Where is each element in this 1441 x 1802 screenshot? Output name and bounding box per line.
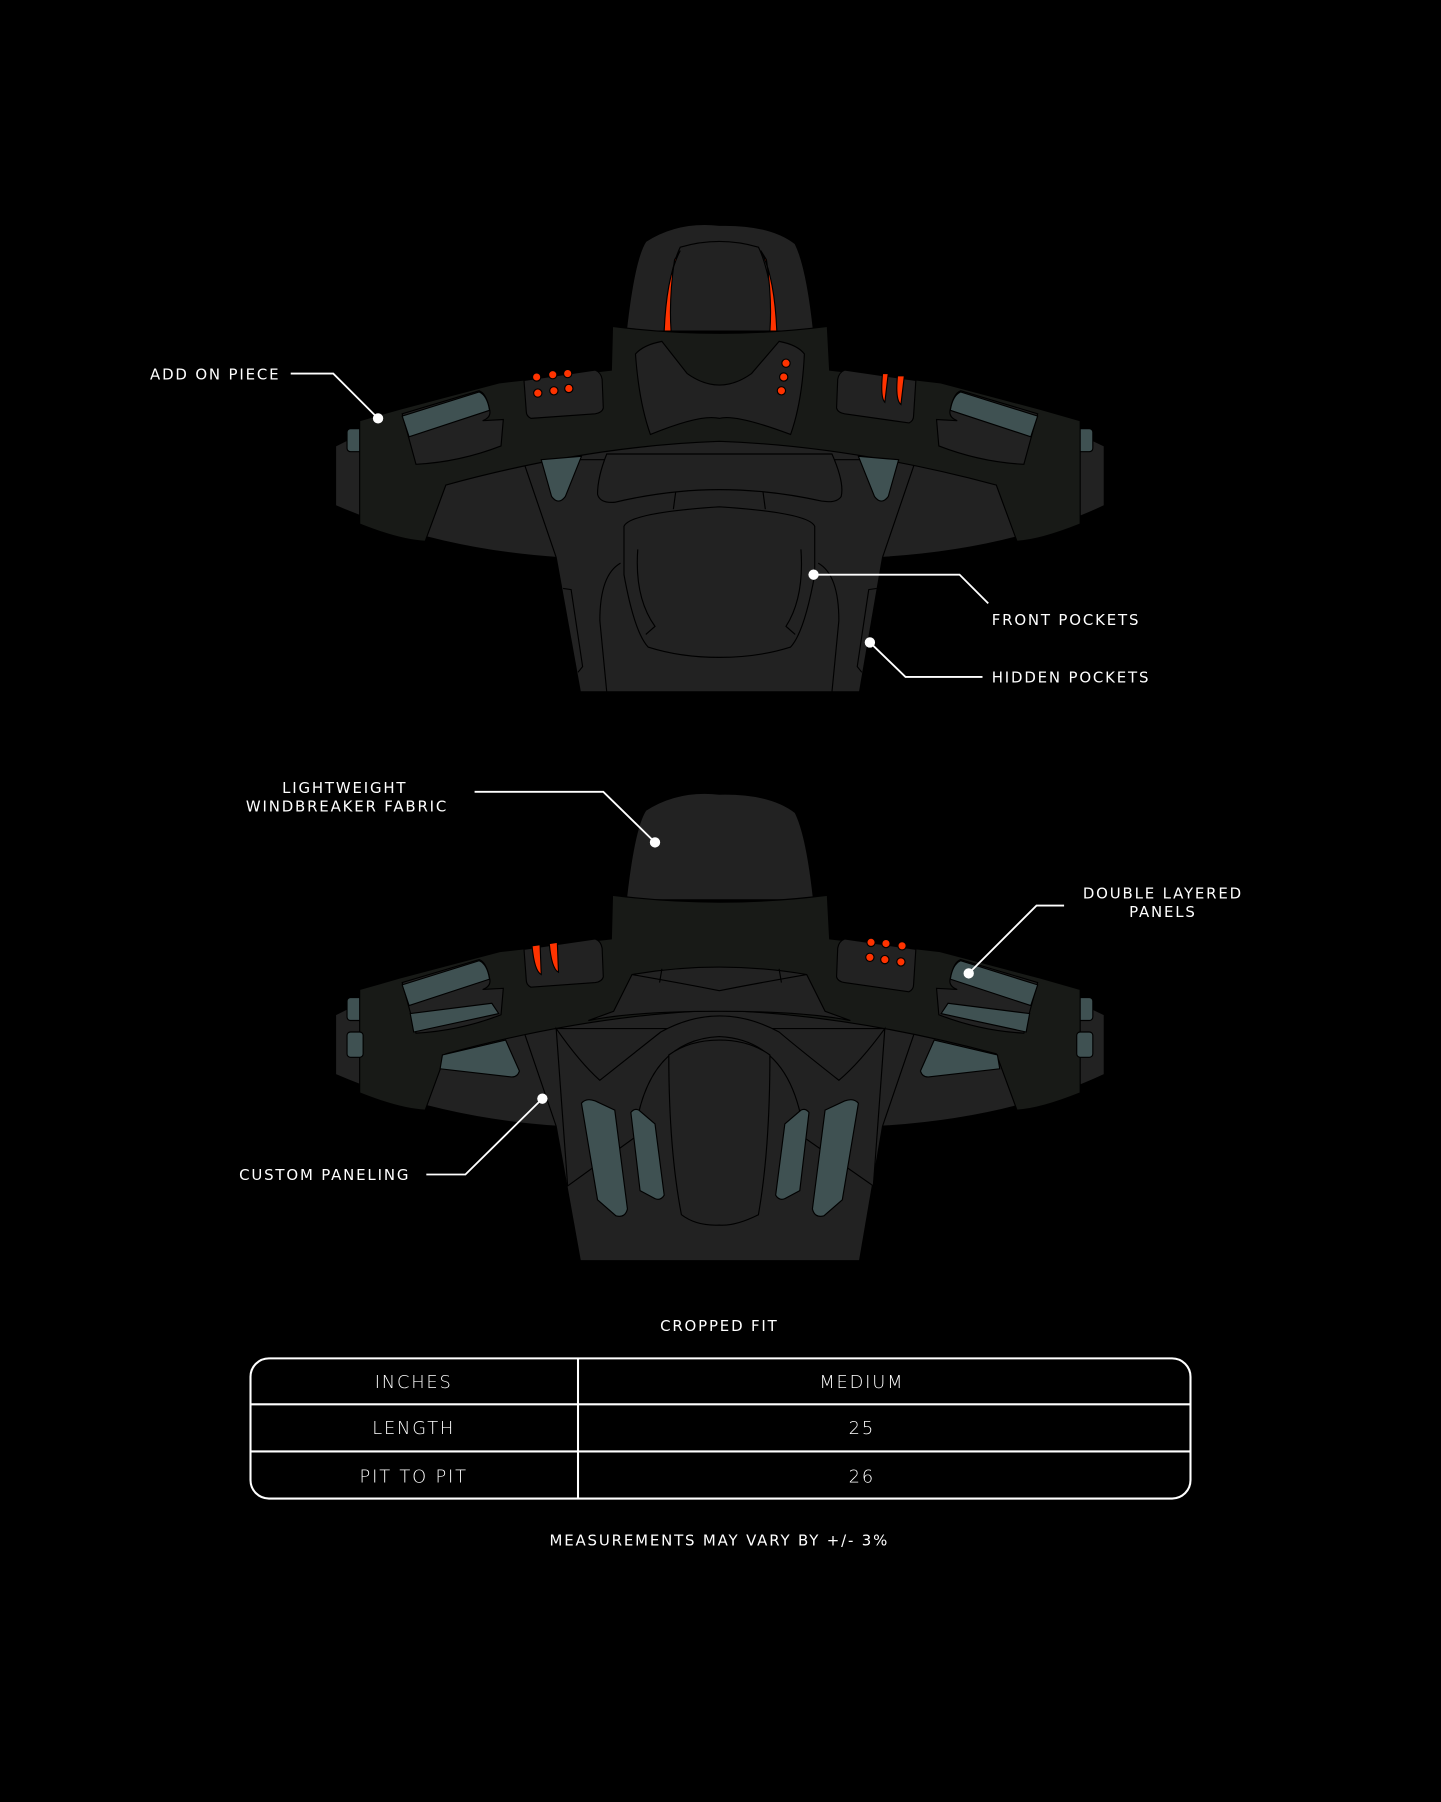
callout-label: PANELS xyxy=(1129,903,1197,921)
row-label: LENGTH xyxy=(372,1418,455,1439)
jacket-front-view xyxy=(334,223,1105,693)
callout-front-pockets: FRONT POCKETS xyxy=(808,569,1141,629)
callout-label: DOUBLE LAYERED xyxy=(1083,885,1243,903)
callout-label: WINDBREAKER FABRIC xyxy=(246,797,448,815)
jacket-back-view xyxy=(334,792,1105,1262)
measurement-note: MEASUREMENTS MAY VARY BY +/- 3% xyxy=(550,1532,890,1550)
size-chart-table: INCHES MEDIUM LENGTH 25 PIT TO PIT 26 xyxy=(249,1357,1192,1500)
callout-add-on-piece: ADD ON PIECE xyxy=(150,365,384,424)
row-value: 25 xyxy=(849,1418,875,1439)
callout-double-layered-panels: DOUBLE LAYERED PANELS xyxy=(963,885,1243,979)
callout-label: LIGHTWEIGHT xyxy=(282,779,407,797)
callout-custom-paneling: CUSTOM PANELING xyxy=(239,1093,548,1184)
header-cell: INCHES xyxy=(375,1372,453,1393)
row-label: PIT TO PIT xyxy=(360,1466,468,1487)
callout-label: FRONT POCKETS xyxy=(992,611,1141,629)
callout-label: CUSTOM PANELING xyxy=(239,1166,410,1184)
callout-label: ADD ON PIECE xyxy=(150,365,280,383)
callout-lightweight-fabric: LIGHTWEIGHT WINDBREAKER FABRIC xyxy=(246,779,661,848)
callout-label: HIDDEN POCKETS xyxy=(992,669,1151,687)
row-value: 26 xyxy=(849,1466,875,1487)
header-cell: MEDIUM xyxy=(819,1372,904,1393)
callout-hidden-pockets: HIDDEN POCKETS xyxy=(864,637,1151,687)
size-chart-title: CROPPED FIT xyxy=(660,1317,779,1335)
